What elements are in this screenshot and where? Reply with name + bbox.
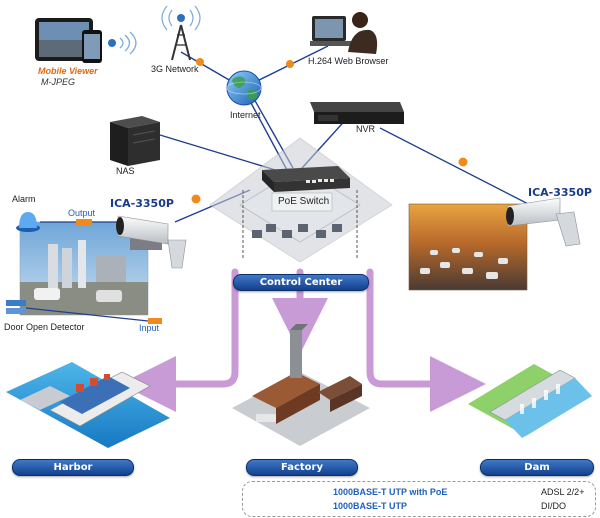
input-label: Input	[139, 323, 160, 333]
internet-label: Internet	[230, 110, 261, 120]
mobile-viewer-devices	[35, 18, 137, 63]
harbor-scene	[6, 362, 170, 448]
dido-connectors	[25, 219, 162, 324]
control-center-badge: Control Center	[233, 274, 369, 291]
nvr-unit	[310, 102, 404, 124]
poe-switch-label: PoE Switch	[278, 196, 330, 207]
output-label: Output	[68, 208, 96, 218]
left-camera-title: ICA-3350P	[110, 197, 174, 210]
factory-badge: Factory	[246, 459, 358, 476]
alarm-label: Alarm	[12, 194, 36, 204]
nas-label: NAS	[116, 166, 135, 176]
alarm-light	[16, 212, 40, 232]
dam-scene	[468, 364, 592, 438]
right-camera-title: ICA-3350P	[528, 186, 592, 199]
legend-dido: DI/DO	[541, 501, 567, 511]
mjpeg-label: M-JPEG	[41, 77, 76, 87]
internet-globe	[226, 70, 262, 106]
poe-switch-device	[262, 166, 350, 192]
3g-tower	[161, 5, 201, 61]
nvr-label: NVR	[356, 124, 376, 134]
right-camera-device	[506, 197, 581, 247]
browser-user	[310, 12, 378, 54]
harbor-badge: Harbor	[12, 459, 134, 476]
legend-utp: 1000BASE-T UTP	[333, 501, 408, 511]
nas-unit	[110, 116, 160, 166]
poe-link-markers	[191, 58, 468, 204]
web-browser-label: H.264 Web Browser	[308, 56, 389, 66]
legend-adsl: ADSL 2/2+	[541, 487, 585, 497]
legend-box	[242, 481, 596, 517]
legend-poe-utp: 1000BASE-T UTP with PoE	[333, 487, 448, 497]
left-camera-device	[116, 215, 187, 269]
door-detector-label: Door Open Detector	[4, 322, 85, 332]
mobile-viewer-label: Mobile Viewer	[38, 66, 98, 76]
door-detector-device	[6, 300, 26, 314]
factory-scene	[232, 324, 370, 446]
dam-badge: Dam	[480, 459, 594, 476]
3g-network-label: 3G Network	[151, 64, 199, 74]
